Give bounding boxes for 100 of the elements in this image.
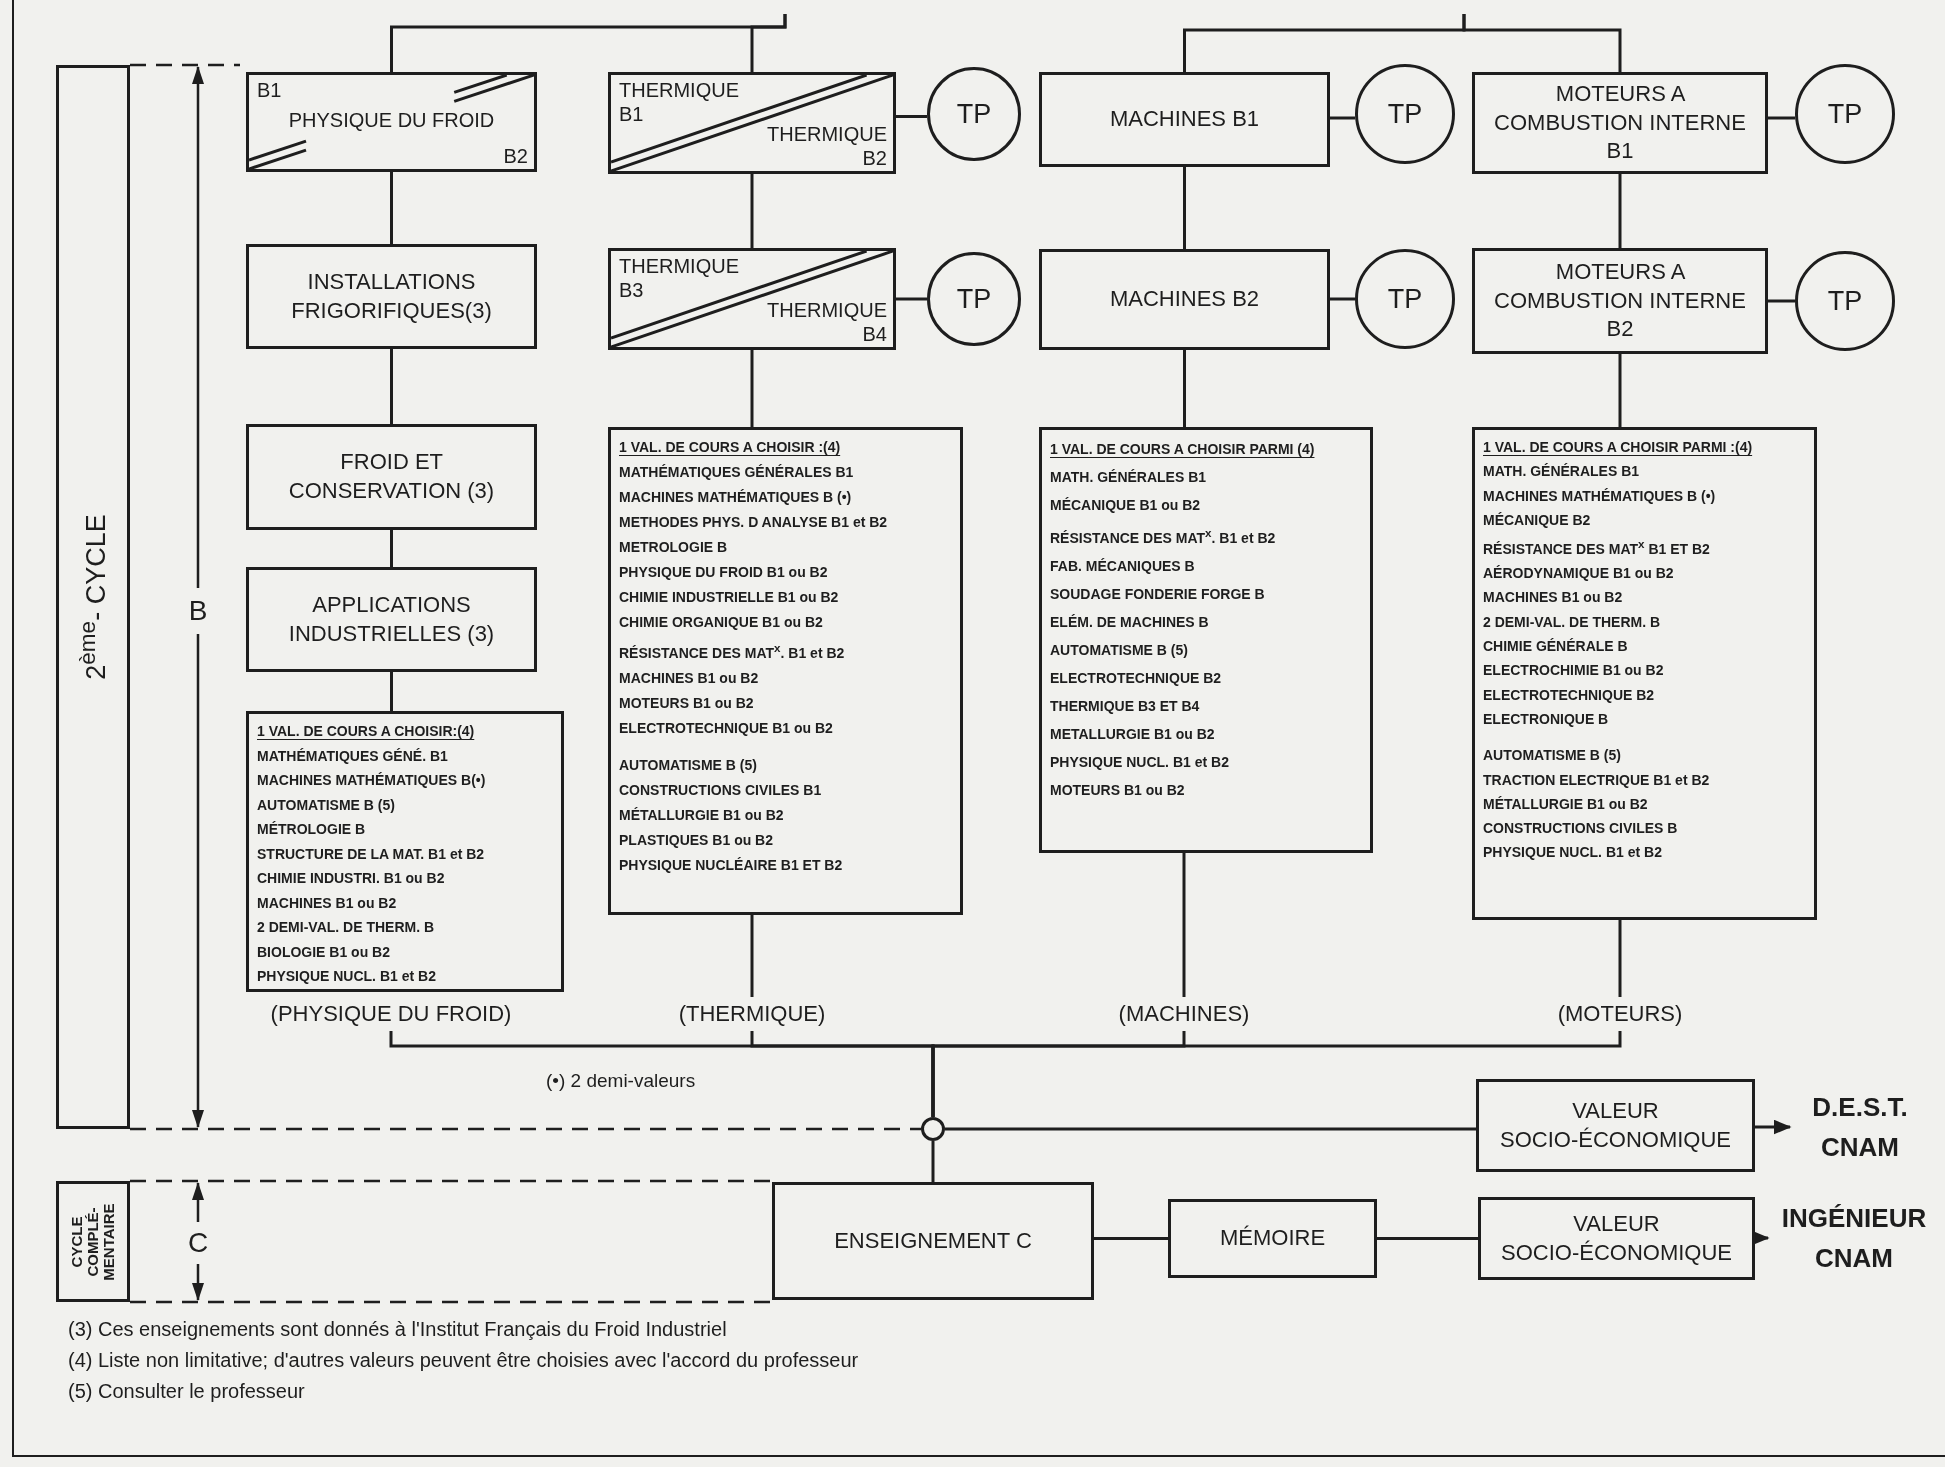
course-title: VALEUR SOCIO-ÉCONOMIQUE bbox=[1500, 1209, 1733, 1267]
course-list-box bbox=[1039, 427, 1373, 853]
list-item: AUTOMATISME B (5) bbox=[1050, 640, 1189, 660]
list-item: CONSTRUCTIONS CIVILES B1 bbox=[619, 780, 823, 800]
course-title: VALEUR SOCIO-ÉCONOMIQUE bbox=[1499, 1096, 1732, 1154]
course-title: MACHINES B1 bbox=[1109, 105, 1260, 134]
list-item: PHYSIQUE NUCLÉAIRE B1 ET B2 bbox=[619, 855, 844, 875]
list-heading: 1 VAL. DE COURS A CHOISIR PARMI :(4) bbox=[1483, 438, 1754, 457]
list-item: ELECTROCHIMIE B1 ou B2 bbox=[1483, 661, 1665, 681]
tp-circle: TP bbox=[1355, 64, 1455, 164]
course-box bbox=[1478, 1197, 1755, 1280]
connector-line bbox=[1768, 116, 1795, 120]
list-item: ELECTROTECHNIQUE B1 ou B2 bbox=[619, 718, 834, 738]
course-box bbox=[1168, 1199, 1377, 1278]
list-item: AUTOMATISME B (5) bbox=[257, 795, 396, 815]
junction-circle bbox=[921, 1117, 945, 1141]
list-item: RÉSISTANCE DES MAT$^{x}$ B1 ET B2 bbox=[1483, 536, 1711, 559]
course-box bbox=[772, 1182, 1094, 1300]
connector-line bbox=[750, 350, 754, 427]
list-item: MATHÉMATIQUES GÉNÉ. B1 bbox=[257, 746, 449, 766]
list-item: ELECTROTECHNIQUE B2 bbox=[1050, 668, 1223, 688]
course-title: APPLICATIONS INDUSTRIELLES (3) bbox=[287, 590, 496, 648]
course-title: MÉMOIRE bbox=[1219, 1224, 1326, 1253]
list-item: MÉTROLOGIE B bbox=[257, 820, 367, 839]
course-title: B1 bbox=[257, 78, 283, 102]
list-item: MACHINES MATHÉMATIQUES B (•) bbox=[1483, 486, 1717, 506]
list-heading: 1 VAL. DE COURS A CHOISIR PARMI (4) bbox=[1050, 440, 1316, 459]
connector-line bbox=[1330, 116, 1355, 120]
list-item: PLASTIQUES B1 ou B2 bbox=[619, 830, 775, 850]
list-item: CHIMIE INDUSTRIELLE B1 ou B2 bbox=[619, 588, 840, 607]
list-item: MOTEURS B1 ou B2 bbox=[619, 693, 755, 713]
connector-line bbox=[1618, 920, 1622, 997]
course-box bbox=[246, 567, 537, 672]
tp-circle: TP bbox=[927, 67, 1021, 161]
list-item: MATH. GÉNÉRALES B1 bbox=[1050, 468, 1208, 487]
connector-line bbox=[931, 1141, 935, 1182]
connector-line bbox=[931, 1031, 1622, 1117]
connector-line bbox=[1618, 354, 1622, 427]
column-caption: (MACHINES) bbox=[1092, 997, 1276, 1031]
list-item: MATH. GÉNÉRALES B1 bbox=[1483, 462, 1641, 482]
connector-line bbox=[896, 115, 927, 118]
course-title: MOTEURS A COMBUSTION INTERNE B2 bbox=[1493, 258, 1747, 344]
course-title: PHYSIQUE DU FROID bbox=[287, 108, 496, 132]
list-item: ELECTRONIQUE B bbox=[1483, 709, 1610, 729]
list-item: PHYSIQUE NUCL. B1 et B2 bbox=[1483, 843, 1663, 863]
course-box bbox=[1472, 72, 1768, 174]
list-item: ELECTROTECHNIQUE B2 bbox=[1483, 685, 1656, 705]
course-title: B2 bbox=[502, 144, 528, 168]
course-title: MACHINES B2 bbox=[1109, 285, 1260, 314]
note-text: (•) 2 demi-valeurs bbox=[546, 1070, 697, 1092]
course-title: MOTEURS A COMBUSTION INTERNE B1 bbox=[1493, 80, 1747, 166]
list-item: MOTEURS B1 ou B2 bbox=[1050, 780, 1186, 800]
dimension-label: C bbox=[186, 1226, 210, 1260]
course-list-box bbox=[246, 711, 564, 992]
course-title: THERMIQUE B3 bbox=[619, 254, 740, 302]
list-item: MATHÉMATIQUES GÉNÉRALES B1 bbox=[619, 463, 855, 482]
course-list-box bbox=[608, 427, 963, 915]
list-heading: 1 VAL. DE COURS A CHOISIR:(4) bbox=[257, 722, 476, 741]
list-item: RÉSISTANCE DES MAT$^{x}$. B1 et B2 bbox=[619, 640, 846, 663]
list-item: MACHINES MATHÉMATIQUES B(•) bbox=[257, 771, 487, 790]
connector-line bbox=[750, 14, 787, 72]
tp-circle: TP bbox=[1355, 249, 1455, 349]
course-title: THERMIQUE B2 bbox=[766, 122, 887, 170]
list-item: THERMIQUE B3 ET B4 bbox=[1050, 696, 1201, 716]
diploma-label: INGÉNIEUR CNAM bbox=[1768, 1202, 1940, 1274]
connector-line bbox=[390, 349, 393, 424]
connector-line bbox=[1618, 174, 1622, 248]
column-caption: (PHYSIQUE DU FROID) bbox=[250, 997, 532, 1031]
list-item: MACHINES B1 ou B2 bbox=[257, 893, 398, 913]
tp-circle: TP bbox=[1795, 64, 1895, 164]
diploma-label: D.E.S.T. CNAM bbox=[1790, 1088, 1930, 1166]
list-item: BIOLOGIE B1 ou B2 bbox=[257, 942, 391, 962]
list-item: MÉCANIQUE B2 bbox=[1483, 510, 1592, 530]
list-item: CHIMIE INDUSTRI. B1 ou B2 bbox=[257, 869, 446, 888]
list-item: AUTOMATISME B (5) bbox=[1483, 746, 1622, 766]
cycle-band bbox=[56, 1181, 130, 1302]
list-item: ELÉM. DE MACHINES B bbox=[1050, 612, 1210, 632]
list-item: RÉSISTANCE DES MAT$^{x}$. B1 et B2 bbox=[1050, 525, 1277, 548]
connector-line bbox=[750, 174, 754, 248]
course-title: ENSEIGNEMENT C bbox=[834, 1226, 1032, 1255]
course-box bbox=[246, 244, 537, 349]
tp-circle: TP bbox=[1795, 251, 1895, 351]
list-heading: 1 VAL. DE COURS A CHOISIR :(4) bbox=[619, 438, 842, 457]
list-item: CONSTRUCTIONS CIVILES B bbox=[1483, 819, 1679, 839]
column-caption: (MOTEURS) bbox=[1525, 997, 1715, 1031]
connector-line bbox=[1330, 297, 1355, 301]
connector-line bbox=[1183, 350, 1186, 427]
course-box bbox=[1039, 72, 1330, 167]
dimension-label: B bbox=[187, 594, 209, 628]
list-item: STRUCTURE DE LA MAT. B1 et B2 bbox=[257, 844, 486, 864]
arrow bbox=[1755, 1119, 1792, 1135]
course-title: THERMIQUE B1 bbox=[619, 78, 740, 126]
footnote: (3) Ces enseignements sont donnés à l'Institut Français du Froid Industriel bbox=[68, 1318, 728, 1341]
list-item: FAB. MÉCANIQUES B bbox=[1050, 556, 1196, 576]
course-title: THERMIQUE B4 bbox=[766, 298, 887, 346]
list-item: 2 DEMI-VAL. DE THERM. B bbox=[257, 918, 436, 937]
connector-line bbox=[1182, 853, 1186, 997]
connector-line bbox=[1462, 14, 1622, 72]
list-item: MÉTALLURGIE B1 ou B2 bbox=[1483, 794, 1649, 814]
list-item: MÉCANIQUE B1 ou B2 bbox=[1050, 496, 1202, 515]
